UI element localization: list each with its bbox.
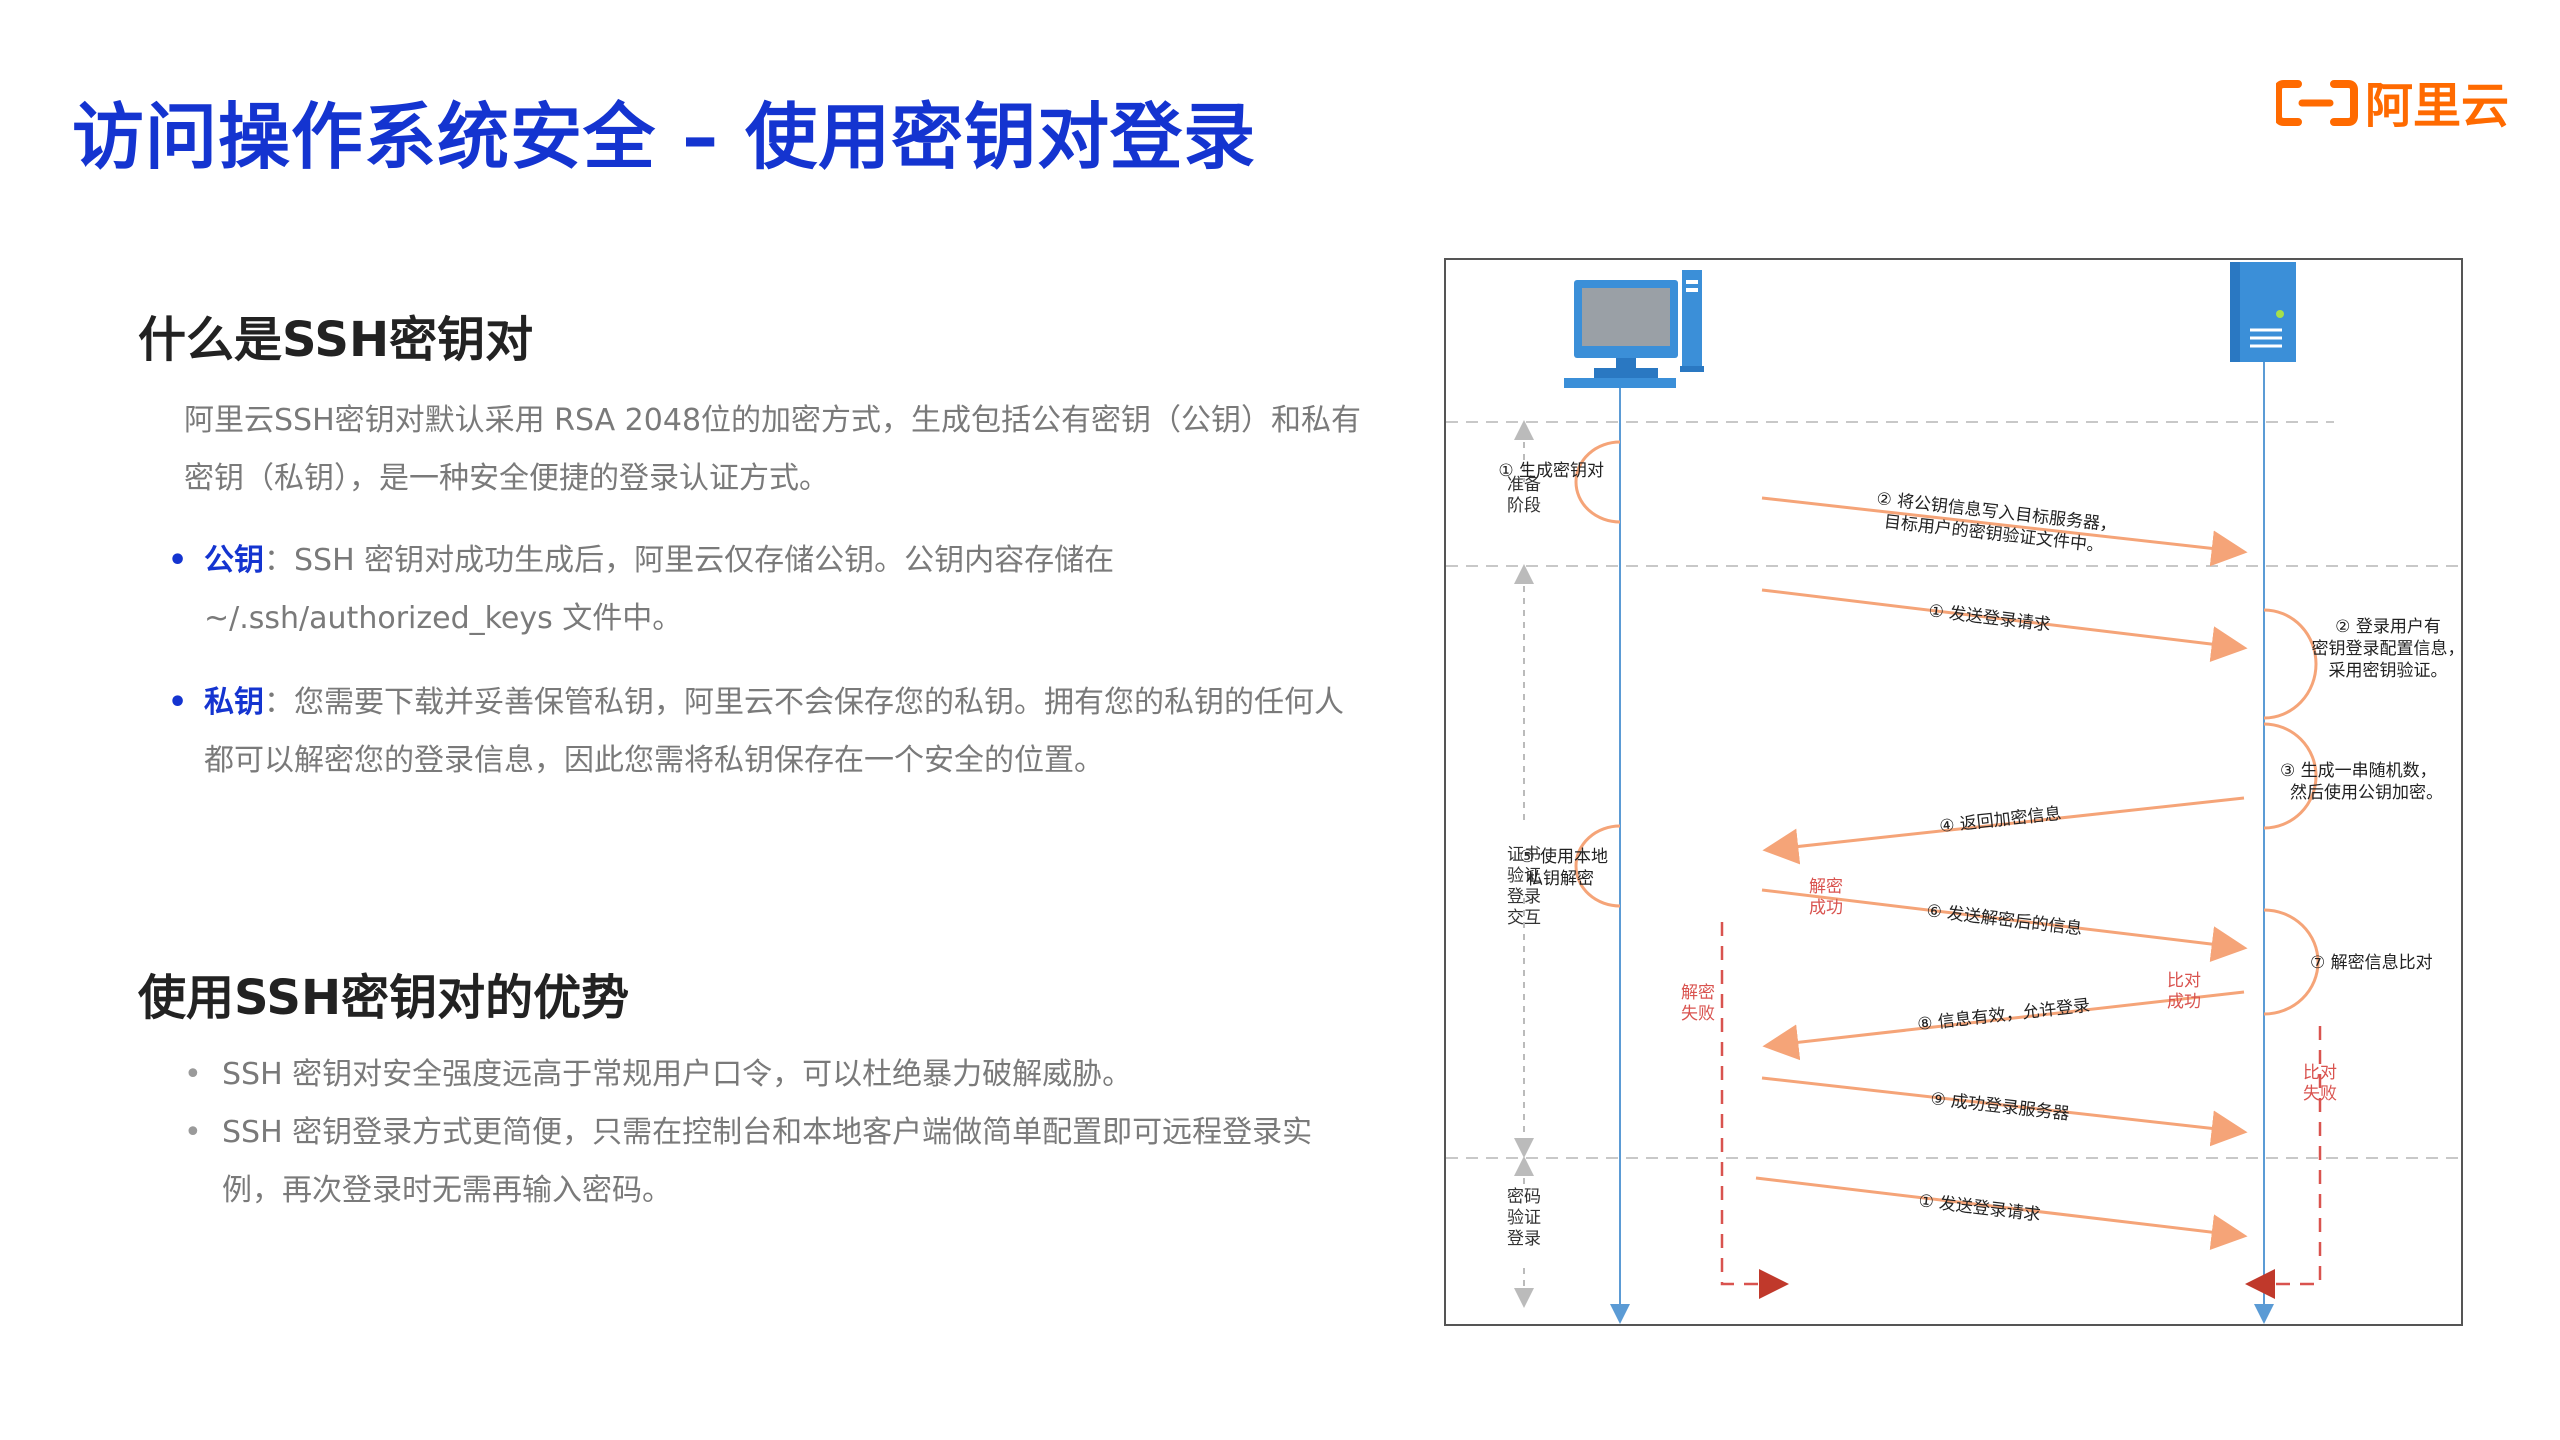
private-key-text: ：您需要下载并妥善保管私钥，阿里云不会保存您的私钥。拥有您的私钥的任何人都可以解… <box>204 685 1344 778</box>
step-compare: ⑦ 解密信息比对 <box>2310 953 2433 973</box>
advantage-item: • SSH 密钥对安全强度远高于常规用户口令，可以杜绝暴力破解威胁。 <box>184 1046 1332 1104</box>
bullet-dot: • <box>184 1115 202 1150</box>
note-compare-ok: 比对成功 <box>2167 971 2201 1012</box>
self-loop-decrypt <box>1574 824 1621 908</box>
bullet-dot: • <box>168 543 188 578</box>
bullet-dot: • <box>184 1057 202 1092</box>
public-key-text: ：SSH 密钥对成功生成后，阿里云仅存储公钥。公钥内容存储在 ~/.ssh/au… <box>204 543 1115 636</box>
fail-path-compare <box>2245 1026 2322 1299</box>
arrow-send-login-2 <box>1755 1176 2248 1251</box>
self-loop-compare <box>2263 908 2320 1016</box>
section-heading-advantages: 使用SSH密钥对的优势 <box>138 970 630 1026</box>
self-loops <box>1574 440 2320 1016</box>
section-heading-what-is: 什么是SSH密钥对 <box>138 312 534 368</box>
advantage-text: SSH 密钥登录方式更简便，只需在控制台和本地客户端做简单配置即可远程登录实例，… <box>222 1115 1313 1208</box>
phase-dividers <box>1446 421 2460 1159</box>
fail-path-decrypt <box>1720 922 1789 1299</box>
server-icon <box>2230 262 2296 362</box>
client-computer-icon <box>1564 270 1704 388</box>
page-title: 访问操作系统安全 – 使用密钥对登录 <box>72 95 1257 179</box>
intro-paragraph: 阿里云SSH密钥对默认采用 RSA 2048位的加密方式，生成包括公有密钥（公钥… <box>184 403 1362 496</box>
step-decrypt-local: ⑤ 使用本地私钥解密 <box>1519 846 1608 889</box>
arrow-return-encrypted <box>1762 796 2245 865</box>
bullet-public-key: • 公钥：SSH 密钥对成功生成后，阿里云仅存储公钥。公钥内容存储在 ~/.ssh… <box>168 532 1364 648</box>
self-loop-user-has-key <box>2263 608 2318 720</box>
note-decrypt-fail: 解密失败 <box>1681 983 1715 1024</box>
arrow-write-pubkey <box>1761 496 2248 567</box>
bullet-dot: • <box>168 685 188 720</box>
phase-label-cert-login: 证书验证登录交互 <box>1507 845 1541 928</box>
ssh-keypair-sequence-diagram: 准备阶段 证书验证登录交互 密码验证登录 ① 生成密钥对 ② 将公钥信息写入目标… <box>1444 258 2465 1326</box>
self-loop-gen-random <box>2263 722 2318 830</box>
term-public-key: 公钥 <box>204 543 264 578</box>
alibaba-cloud-logo-icon <box>2276 80 2358 126</box>
note-decrypt-ok: 解密成功 <box>1809 877 1843 918</box>
diagram-frame <box>1444 258 2463 1326</box>
arrow-login-success <box>1761 1076 2248 1147</box>
arrow-send-decrypted <box>1761 888 2248 963</box>
arrow-send-login-1 <box>1761 588 2248 663</box>
advantage-item: • SSH 密钥登录方式更简便，只需在控制台和本地客户端做简单配置即可远程登录实例… <box>184 1104 1332 1220</box>
phase-label-prep: 准备阶段 <box>1507 475 1541 516</box>
term-private-key: 私钥 <box>204 685 264 720</box>
step-gen-keypair: ① 生成密钥对 <box>1498 461 1604 481</box>
fail-paths <box>1720 922 2322 1299</box>
step-user-has-key: ② 登录用户有密钥登录配置信息，采用密钥验证。 <box>2312 617 2465 681</box>
self-loop-gen-keypair <box>1574 440 1621 524</box>
bullet-private-key: • 私钥：您需要下载并妥善保管私钥，阿里云不会保存您的私钥。拥有您的私钥的任何人都… <box>168 674 1364 790</box>
message-arrows <box>1755 496 2248 1251</box>
logo-wordmark: 阿里云 <box>2365 78 2510 134</box>
step-gen-random: ③ 生成一串随机数，然后使用公钥加密。 <box>2280 761 2443 803</box>
note-compare-fail: 比对失败 <box>2303 1063 2337 1104</box>
arrow-valid-allow <box>1762 990 2245 1061</box>
advantage-text: SSH 密钥对安全强度远高于常规用户口令，可以杜绝暴力破解威胁。 <box>222 1057 1133 1092</box>
phase-label-password-login: 密码验证登录 <box>1507 1187 1541 1249</box>
